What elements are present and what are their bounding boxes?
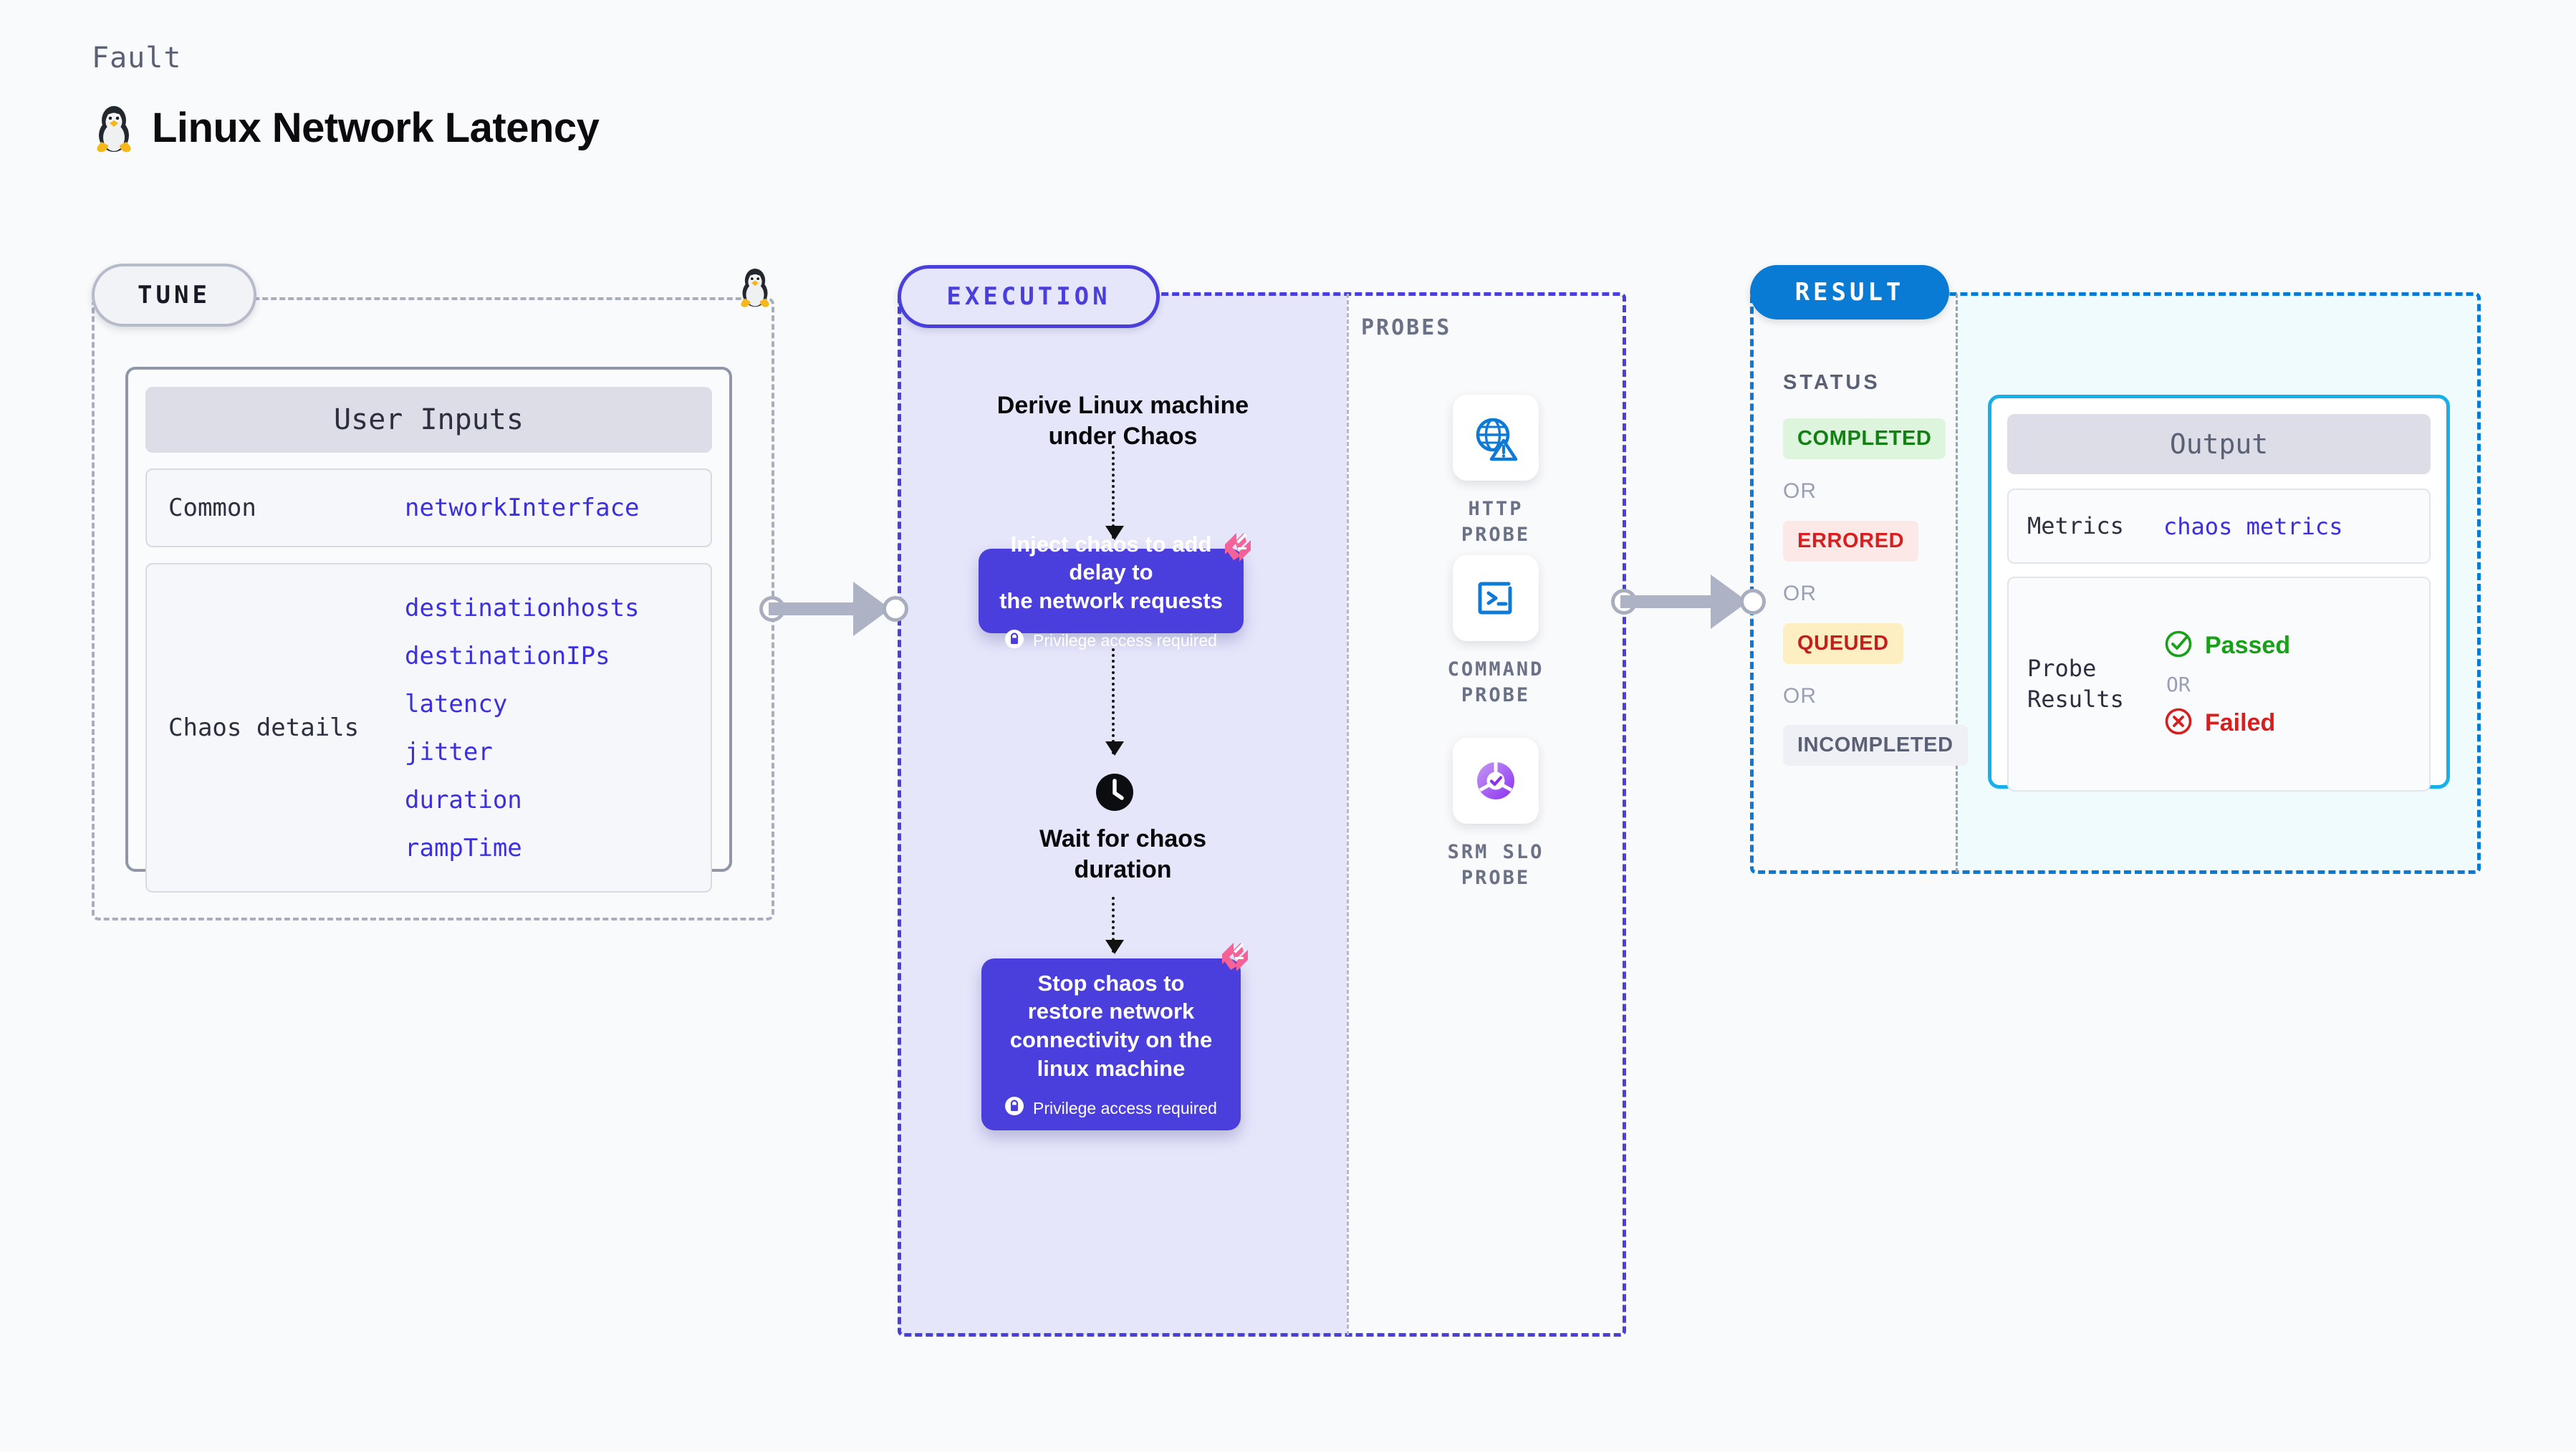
clock-icon [1096,774,1133,811]
tune-param[interactable]: networkInterface [405,494,640,522]
page-title: Linux Network Latency [152,104,600,151]
output-key: Probe Results [2027,654,2124,713]
output-row-probe-results: Probe Results Passed OR [2007,577,2431,792]
x-circle-icon [2163,706,2193,740]
flow-arrow-derive-to-inject [1105,446,1124,540]
tune-param[interactable]: rampTime [405,833,522,862]
tune-param[interactable]: latency [405,689,508,718]
probes-divider [1347,294,1349,1335]
terminal-icon [1478,582,1512,615]
probe-label: SRM SLO PROBE [1447,841,1544,890]
result-divider [1956,294,1958,872]
tune-param[interactable]: destinationhosts [405,593,640,622]
tune-row-common: Common networkInterface [145,468,712,547]
probe-srm-slo[interactable]: SRM SLO PROBE [1431,738,1560,892]
output-row-metrics: Metrics chaos metrics [2007,489,2431,564]
tux-penguin-icon [92,102,136,153]
flow-arrow-inject-to-wait [1105,648,1124,756]
step-derive-label: Derive Linux machine under Chaos [996,392,1249,450]
page-header: Fault Linux Network Latency [92,42,600,153]
result-badge[interactable]: RESULT [1750,265,1949,319]
step-stop-text: Stop chaos to restore network connectivi… [1009,970,1213,1081]
status-badge-errored: ERRORED [1783,521,1919,562]
step-inject-text: Inject chaos to add delay to the network… [999,531,1223,613]
step-wait-label: Wait for chaos duration [1039,825,1206,883]
user-inputs-title: User Inputs [145,387,712,453]
fault-kicker: Fault [92,42,182,74]
status-badge-incompleted: INCOMPLETED [1783,725,1968,766]
status-badge-queued: QUEUED [1783,623,1903,664]
probe-label: COMMAND PROBE [1447,658,1544,707]
title-row: Linux Network Latency [92,102,600,153]
probe-result-stack: Passed OR Failed [2163,629,2290,740]
tune-row-values: networkInterface [405,494,640,522]
step-inject-chaos-card[interactable]: Inject chaos to add delay to the network… [979,532,1251,650]
tune-param[interactable]: destinationIPs [405,641,610,670]
tune-row-key: Common [168,494,256,522]
probe-result-passed: Passed [2163,629,2290,663]
connector-tune-to-execution [759,580,908,638]
slo-donut-check-icon [1477,762,1514,799]
harness-mark-icon [1216,938,1254,979]
result-section [1750,292,2481,874]
tune-row-chaos-details: Chaos details destinationhosts destinati… [145,563,712,893]
tune-row-key: Chaos details [168,713,360,742]
probe-tile[interactable] [1453,395,1539,481]
probe-command[interactable]: COMMAND PROBE [1431,555,1560,709]
lock-icon [1005,629,1024,653]
execution-section [898,292,1626,1337]
execution-panel-fill [899,294,1347,1335]
status-label: STATUS [1783,371,1880,394]
probe-http[interactable]: HTTP PROBE [1431,395,1560,549]
step-wait-clock [1095,772,1135,816]
output-card: Output Metrics chaos metrics Probe Resul… [1988,395,2450,792]
step-stop-chaos-card[interactable]: Stop chaos to restore network connectivi… [981,943,1248,1130]
output-key: Metrics [2027,511,2124,539]
probe-tile[interactable] [1453,738,1539,824]
probe-tile[interactable] [1453,555,1539,641]
check-circle-icon [2163,629,2193,663]
execution-badge[interactable]: EXECUTION [898,265,1160,328]
probes-label: PROBES [1361,315,1452,340]
probe-label: HTTP PROBE [1461,498,1531,547]
tux-penguin-icon-border [736,265,774,312]
harness-mark-icon [1219,529,1256,569]
passed-label: Passed [2205,631,2291,659]
status-or-1: OR [1783,479,1817,503]
output-title: Output [2007,414,2431,474]
status-or-2: OR [1783,582,1817,605]
privilege-note: Privilege access required [1005,629,1217,653]
privilege-note: Privilege access required [1005,1097,1217,1120]
status-or-3: OR [1783,684,1817,708]
connector-execution-to-result [1611,573,1766,630]
user-inputs-card: User Inputs Common networkInterface Chao… [125,367,732,893]
failed-label: Failed [2205,708,2276,736]
lock-icon [1005,1097,1024,1120]
tune-badge[interactable]: TUNE [92,264,256,327]
output-value-metrics[interactable]: chaos metrics [2163,512,2343,540]
tune-param[interactable]: jitter [405,737,493,766]
tune-param[interactable]: duration [405,785,522,814]
flow-arrow-wait-to-stop [1105,897,1124,954]
globe-warning-icon [1476,418,1518,461]
probe-result-failed: Failed [2163,706,2290,740]
status-badge-completed: COMPLETED [1783,418,1946,459]
probe-result-or: OR [2166,672,2191,696]
tune-row-values: destinationhosts destinationIPs latency … [405,594,640,862]
